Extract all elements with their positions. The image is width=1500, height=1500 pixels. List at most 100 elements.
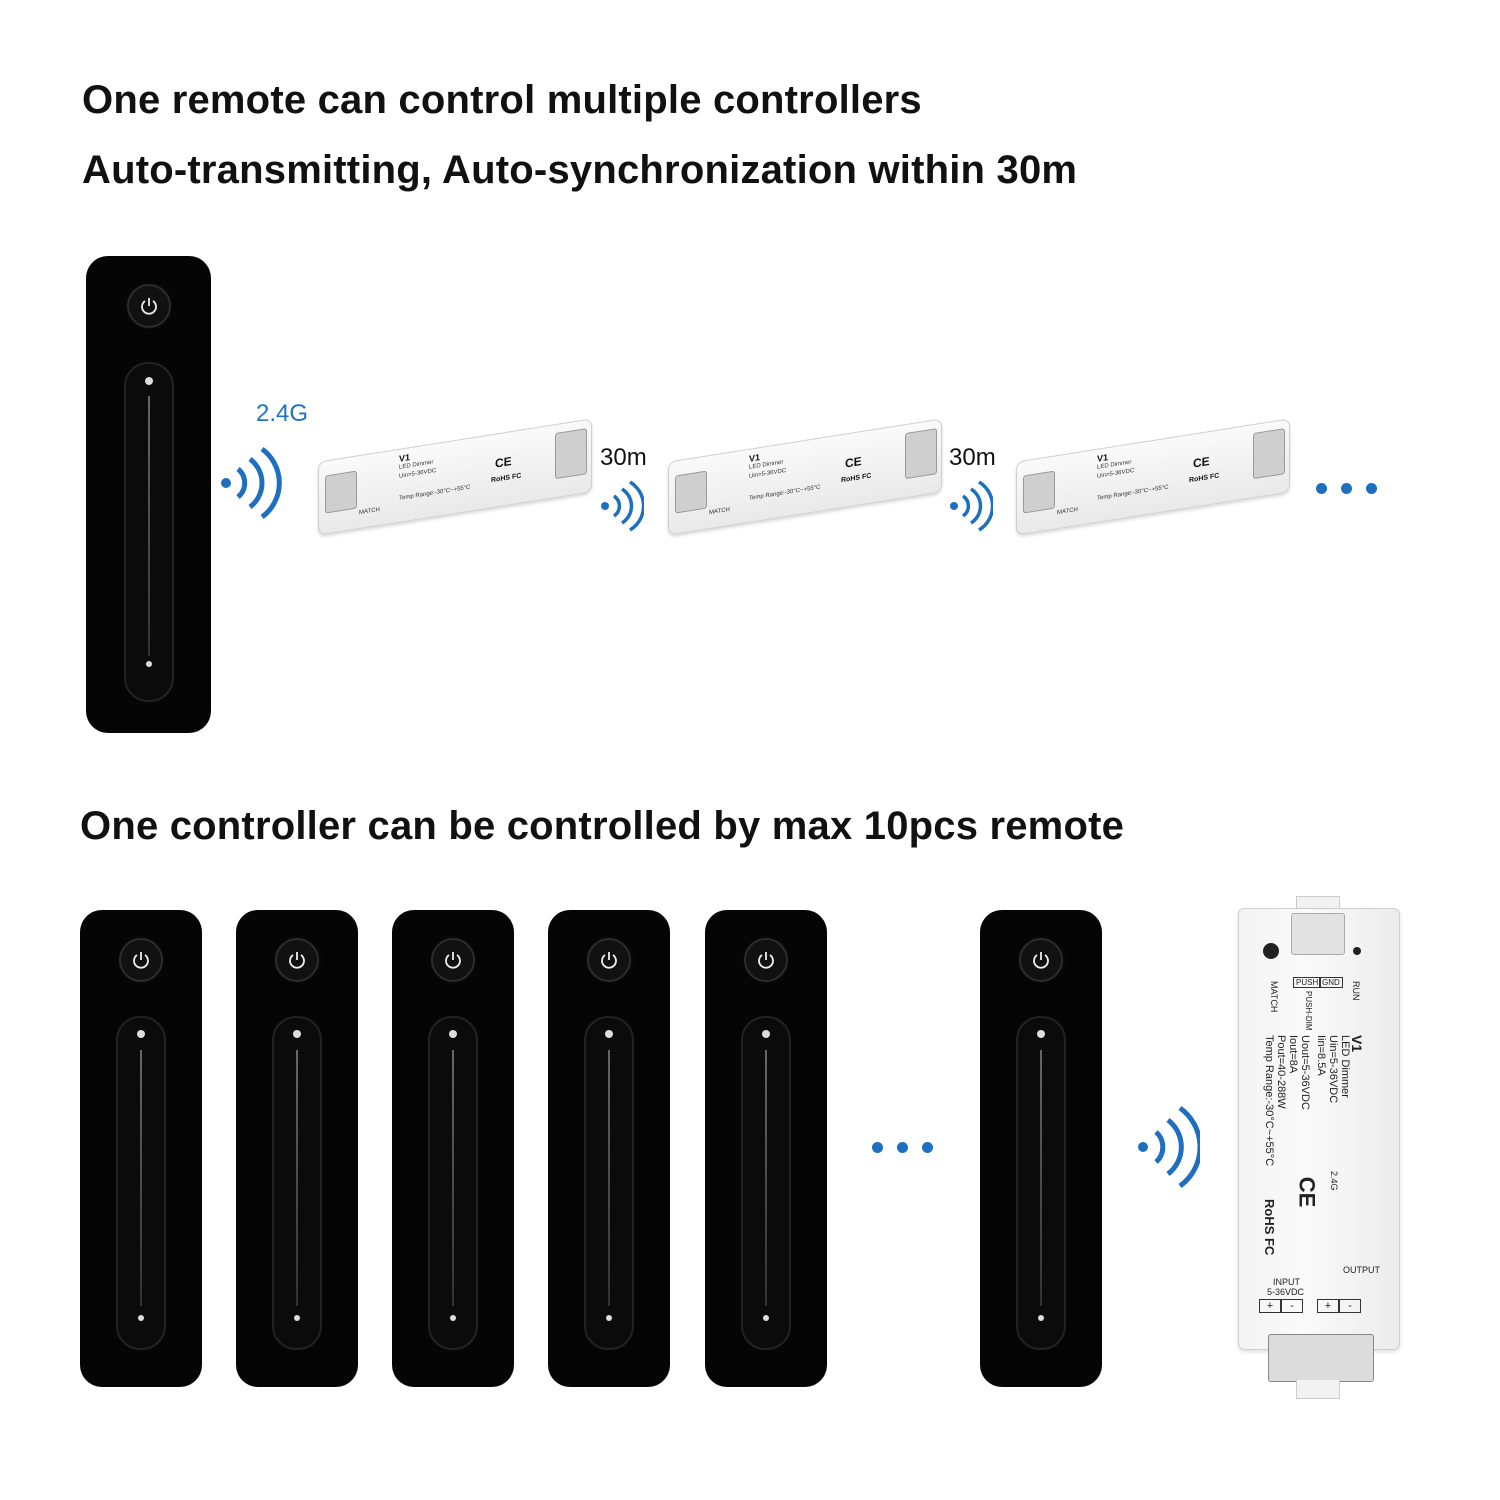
- run-label: RUN: [1351, 981, 1361, 1001]
- terminal-block: [905, 428, 937, 480]
- frequency-label: 2.4G: [256, 400, 309, 427]
- slider-top-dot: [137, 1030, 145, 1038]
- slider-line: [452, 1050, 454, 1306]
- slider-bottom-dot: [138, 1315, 144, 1321]
- slider-top-dot: [449, 1030, 457, 1038]
- input-label: INPUT: [1273, 1277, 1300, 1287]
- slider-bottom-dot: [763, 1315, 769, 1321]
- remote-2: [236, 910, 358, 1387]
- remote-5: [705, 910, 827, 1387]
- headline-multi-controllers: One remote can control multiple controll…: [82, 78, 922, 122]
- slider-line: [147, 396, 150, 656]
- power-icon: [587, 938, 631, 982]
- ellipsis-dots: [872, 1142, 933, 1153]
- model-label: V1: [1349, 1035, 1365, 1053]
- polarity-row: + - + -: [1259, 1299, 1361, 1313]
- slider-bottom-dot: [450, 1315, 456, 1321]
- spec-uin: Uin=5-36VDC: [1327, 1035, 1339, 1104]
- ellipsis-dots: [1316, 483, 1377, 494]
- terminal-block: [1291, 913, 1345, 955]
- match-label: MATCH: [1269, 981, 1279, 1013]
- terminal-block: [555, 428, 587, 480]
- slider-bottom-dot: [1038, 1315, 1044, 1321]
- terminal-block: [675, 470, 707, 514]
- slider-line: [608, 1050, 610, 1306]
- slider-top-dot: [762, 1030, 770, 1038]
- slider-bottom-dot: [606, 1315, 612, 1321]
- remote-4: [548, 910, 670, 1387]
- slider-line: [296, 1050, 298, 1306]
- ce-mark: CE: [1193, 454, 1210, 471]
- input-range: 5-36VDC: [1267, 1287, 1305, 1297]
- run-led: [1353, 947, 1361, 955]
- power-icon: [431, 938, 475, 982]
- slider-top-dot: [293, 1030, 301, 1038]
- freq-label: 2.4G: [1329, 1171, 1339, 1191]
- ce-mark: CE: [1294, 1176, 1320, 1208]
- product-name: LED Dimmer: [1339, 1035, 1351, 1098]
- signal-waves-icon: [601, 480, 644, 532]
- ce-mark: CE: [495, 454, 512, 471]
- slider-line: [765, 1050, 767, 1306]
- terminal-block: [1253, 428, 1285, 480]
- slider-top-dot: [144, 377, 153, 385]
- terminal-block: [1023, 470, 1055, 514]
- power-icon: [119, 938, 163, 982]
- headline-max-remotes: One controller can be controlled by max …: [80, 804, 1125, 848]
- slider-bottom-dot: [294, 1315, 300, 1321]
- controller-2: V1 LED Dimmer Uin=5-36VDC Temp Range:-30…: [668, 418, 942, 536]
- input-minus: -: [1281, 1299, 1303, 1313]
- output-plus: +: [1317, 1299, 1339, 1313]
- power-icon: [126, 284, 171, 328]
- spec-temp: Temp Range:-30°C~+55°C: [749, 484, 821, 502]
- rohs-mark: RoHS FC: [491, 472, 522, 485]
- match-label: MATCH: [1057, 506, 1078, 517]
- output-terminals: [1268, 1334, 1374, 1382]
- rohs-mark: RoHS FC: [841, 472, 872, 485]
- slider-line: [1040, 1050, 1042, 1306]
- slider-top-dot: [1037, 1030, 1045, 1038]
- power-icon: [744, 938, 788, 982]
- spec-iout: Iout=8A: [1287, 1035, 1299, 1074]
- signal-waves-icon: [950, 480, 993, 532]
- remote-6: [980, 910, 1102, 1387]
- input-plus: +: [1259, 1299, 1281, 1313]
- slider-bottom-dot: [145, 661, 152, 667]
- slider-top-dot: [605, 1030, 613, 1038]
- distance-label-1: 30m: [600, 444, 647, 471]
- remote-3: [392, 910, 514, 1387]
- terminal-block: [325, 470, 357, 514]
- power-icon: [275, 938, 319, 982]
- headline-auto-sync: Auto-transmitting, Auto-synchronization …: [82, 148, 1078, 192]
- model-label: V1: [1097, 452, 1109, 464]
- output-label: OUTPUT: [1343, 1265, 1380, 1275]
- push-label: PUSH: [1293, 977, 1322, 988]
- push-dim-label: PUSH-DIM: [1304, 991, 1313, 1031]
- controller-3: V1 LED Dimmer Uin=5-36VDC Temp Range:-30…: [1016, 418, 1290, 536]
- signal-waves-icon: [1138, 1105, 1200, 1189]
- spec-temp: Temp Range:-30°C~+55°C: [1097, 484, 1169, 502]
- spec-iin: Iin=8.5A: [1315, 1035, 1327, 1076]
- spec-temp: Temp Range:-30°C~+55°C: [399, 484, 471, 502]
- remote-1: [80, 910, 202, 1387]
- spec-temp: Temp Range:-30°C~+55°C: [1263, 1035, 1275, 1167]
- rohs-mark: RoHS FC: [1189, 472, 1220, 485]
- match-label: MATCH: [359, 506, 380, 517]
- distance-label-2: 30m: [949, 444, 996, 471]
- spec-pout: Pout=40-288W: [1275, 1035, 1287, 1109]
- model-label: V1: [749, 452, 761, 464]
- power-icon: [1019, 938, 1063, 982]
- match-button: [1263, 943, 1279, 959]
- controller-1: V1 LED Dimmer Uin=5-36VDC Temp Range:-30…: [318, 418, 592, 536]
- gnd-label: GND: [1319, 977, 1343, 988]
- slider-line: [140, 1050, 142, 1306]
- controller-large: RoHS FC V1 LED Dimmer Uin=5-36VDC Iin=8.…: [1238, 908, 1400, 1350]
- model-label: V1: [399, 452, 411, 464]
- controller-bottom-tab: [1296, 1380, 1340, 1399]
- output-minus: -: [1339, 1299, 1361, 1313]
- remote-top: [86, 256, 211, 733]
- rohs-mark: RoHS FC: [1262, 1199, 1277, 1256]
- match-label: MATCH: [709, 506, 730, 517]
- ce-mark: CE: [845, 454, 862, 471]
- spec-uout: Uout=5-36VDC: [1299, 1035, 1311, 1110]
